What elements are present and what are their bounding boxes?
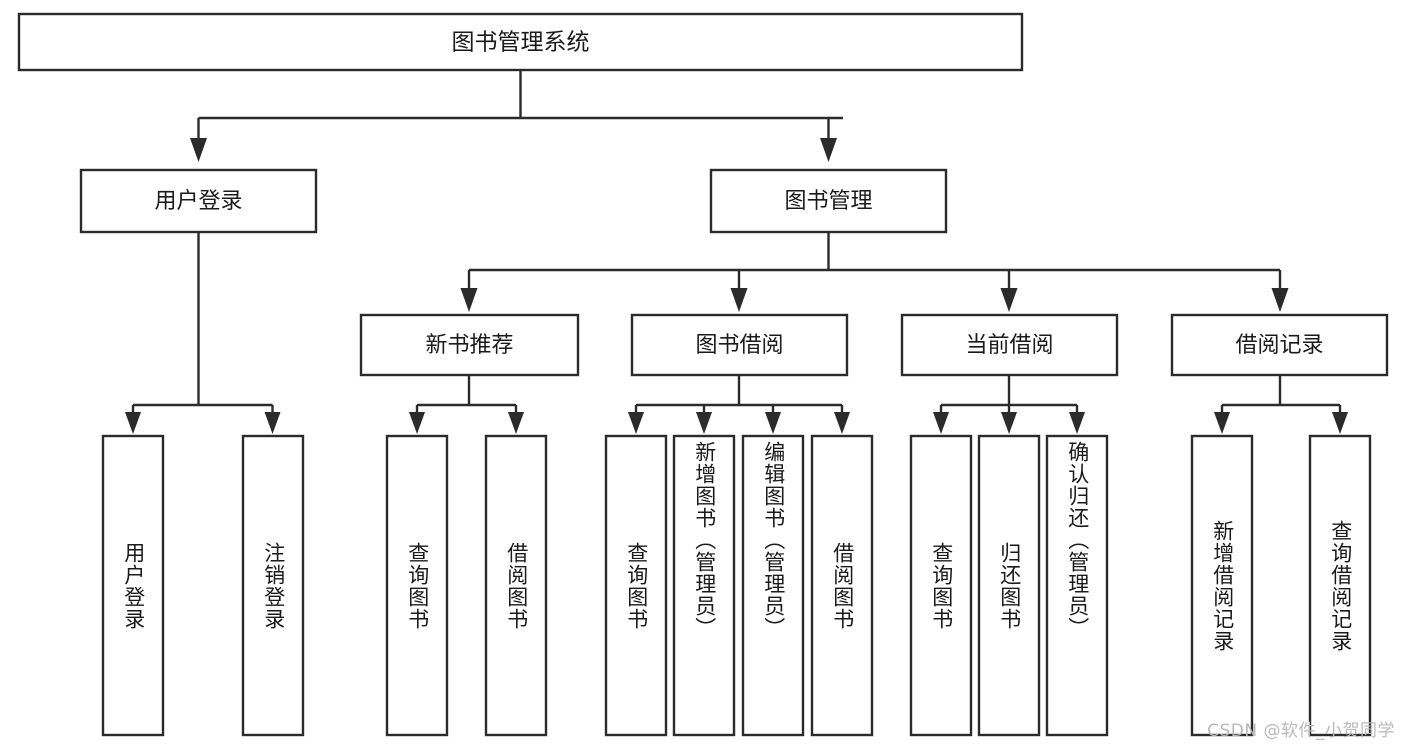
arrow-current-borrow (1000, 288, 1018, 312)
leaf-box-bb-edit-book[interactable] (741, 434, 805, 737)
arrow-borrow-record (1271, 288, 1289, 312)
connector-group-user-login-leaves (125, 232, 281, 434)
arrow-leaf-nb-borrow-book (508, 412, 524, 434)
arrow-book-manage (820, 138, 837, 162)
leaf-boxes (101, 434, 1372, 737)
leaf-box-user-login[interactable] (101, 434, 165, 737)
arrow-new-book-recommend (460, 288, 478, 312)
leaf-box-cb-return-book[interactable] (977, 434, 1041, 737)
leaf-box-bb-borrow-book[interactable] (810, 434, 874, 737)
arrow-leaf-nb-query-book (409, 412, 425, 434)
node-borrow-record-label: 借阅记录 (1235, 333, 1323, 358)
node-borrow-record-box[interactable] (1170, 313, 1389, 377)
node-user-login-label: 用户登录 (154, 189, 242, 214)
connector-group-book-manage-to-level3 (460, 232, 1289, 312)
arrow-leaf-cb-query-book (933, 412, 949, 434)
connector-group-root-to-level2 (190, 70, 843, 162)
node-user-login-box[interactable] (79, 168, 318, 234)
node-book-borrow-box[interactable] (630, 313, 849, 377)
node-user-login[interactable]: 用户登录 (79, 168, 318, 234)
arrow-leaf-logout (264, 412, 281, 434)
arrow-leaf-bb-query-book (628, 412, 644, 434)
node-borrow-record[interactable]: 借阅记录 (1170, 313, 1389, 377)
arrow-user-login (190, 138, 207, 162)
node-root-label: 图书管理系统 (452, 30, 590, 56)
node-root[interactable]: 图书管理系统 (17, 12, 1024, 72)
connector-group-borrow-record-leaves (1214, 375, 1348, 434)
leaf-box-nb-query-book[interactable] (385, 434, 449, 737)
node-new-book-recommend[interactable]: 新书推荐 (359, 313, 580, 377)
node-book-manage-box[interactable] (709, 168, 948, 234)
node-book-borrow-label: 图书借阅 (695, 333, 783, 358)
node-new-book-recommend-label: 新书推荐 (425, 333, 513, 358)
arrow-leaf-br-query-record (1332, 412, 1348, 434)
leaf-box-br-query-record[interactable] (1308, 434, 1372, 737)
node-new-book-recommend-box[interactable] (359, 313, 580, 377)
arrow-leaf-br-add-record (1214, 412, 1230, 434)
node-book-borrow[interactable]: 图书借阅 (630, 313, 849, 377)
node-book-manage-label: 图书管理 (784, 189, 872, 214)
connector-group-new-book-leaves (409, 375, 524, 434)
arrow-leaf-cb-return-book (1001, 412, 1017, 434)
connector-group-current-borrow-leaves (933, 375, 1085, 434)
arrow-leaf-bb-add-book (696, 412, 712, 434)
leaf-box-bb-add-book[interactable] (672, 434, 736, 737)
leaf-box-cb-query-book[interactable] (909, 434, 973, 737)
leaf-box-logout[interactable] (241, 434, 305, 737)
node-current-borrow-box[interactable] (900, 313, 1119, 377)
arrow-leaf-user-login (125, 412, 141, 434)
node-current-borrow-label: 当前借阅 (965, 333, 1053, 358)
csdn-watermark: CSDN @软件_小贺同学 (1207, 721, 1395, 741)
node-root-box[interactable] (17, 12, 1024, 72)
leaf-box-bb-query-book[interactable] (604, 434, 668, 737)
leaf-box-nb-borrow-book[interactable] (484, 434, 548, 737)
node-book-manage[interactable]: 图书管理 (709, 168, 948, 234)
arrow-leaf-cb-confirm-return (1069, 412, 1085, 434)
node-current-borrow[interactable]: 当前借阅 (900, 313, 1119, 377)
arrow-book-borrow (730, 288, 748, 312)
arrow-leaf-bb-borrow-book (834, 412, 850, 434)
arrow-leaf-bb-edit-book (765, 412, 781, 434)
leaf-box-cb-confirm-return[interactable] (1045, 434, 1109, 737)
connector-group-book-borrow-leaves (628, 375, 850, 434)
leaf-box-br-add-record[interactable] (1190, 434, 1254, 737)
